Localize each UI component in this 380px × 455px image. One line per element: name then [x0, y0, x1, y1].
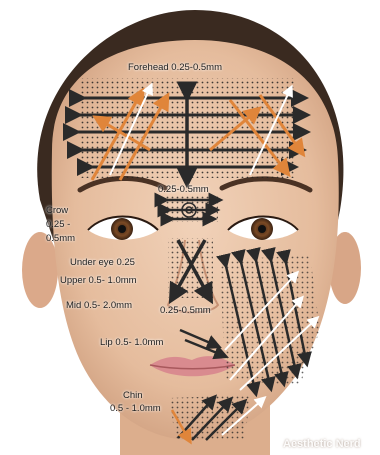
nose-label: 0.25-0.5mm	[160, 305, 211, 317]
chin-label-line1: Chin	[123, 390, 143, 402]
glabella-label: 0.25-0.5mm	[158, 184, 209, 196]
upper-cheek-label: Upper 0.5- 1.0mm	[60, 275, 137, 287]
under-eye-label: Under eye 0.25	[70, 257, 135, 269]
chin-label-line2: 0.5 - 1.0mm	[110, 403, 161, 415]
crow-label-line1: Crow	[46, 205, 68, 217]
lip-label: Lip 0.5- 1.0mm	[100, 337, 163, 349]
mid-cheek-label: Mid 0.5- 2.0mm	[66, 300, 132, 312]
nose-zone	[168, 238, 213, 298]
forehead-zone	[72, 78, 302, 180]
crow-label-line2: 0.25 -	[46, 219, 70, 231]
watermark-logo: Aesthetic Nerd	[283, 438, 361, 450]
crow-label-line3: 0.5mm	[46, 233, 75, 245]
cheek-zone	[220, 255, 320, 390]
glabella-zone	[160, 196, 218, 222]
forehead-label: Forehead 0.25-0.5mm	[128, 62, 222, 74]
